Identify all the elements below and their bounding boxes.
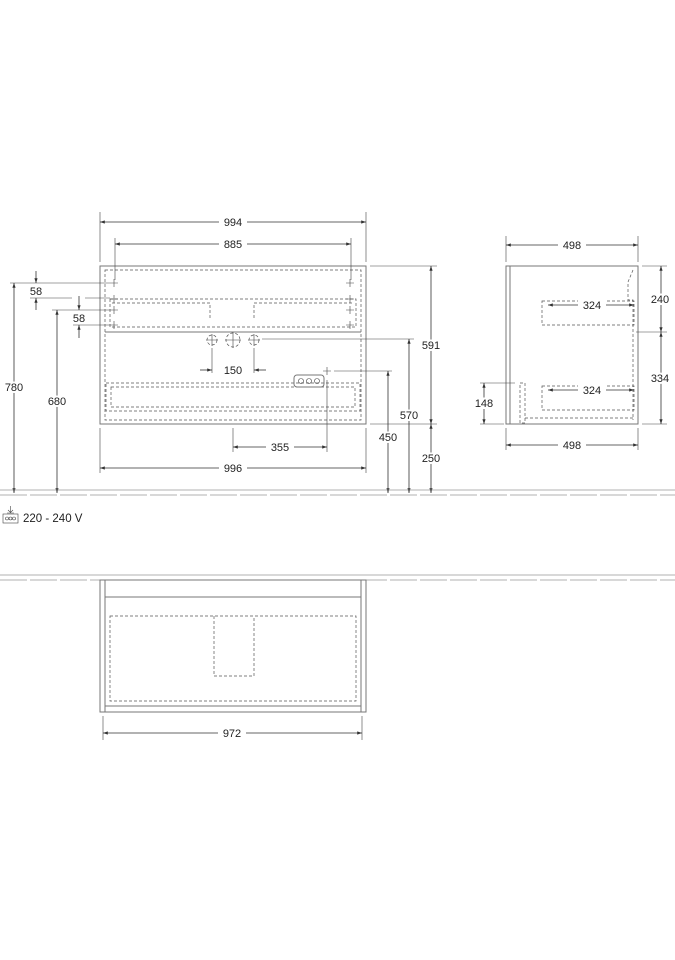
dim-socket-offset: 355 xyxy=(271,442,289,454)
dim-plan-width: 972 xyxy=(223,728,241,740)
dim-mount-offset-1: 58 xyxy=(30,286,42,298)
cabinet-outline xyxy=(99,265,367,425)
socket xyxy=(293,367,331,388)
dim-siphon-height: 148 xyxy=(475,398,493,410)
tap-holes xyxy=(206,332,260,348)
dim-mount-spacing: 885 xyxy=(224,239,242,251)
dim-tap-spacing: 150 xyxy=(224,365,242,377)
dim-width-top: 994 xyxy=(224,217,242,229)
front-view: 994 885 58 58 780 680 591 250 570 450 xyxy=(3,212,442,493)
power-socket-icon xyxy=(2,506,19,524)
dim-lower-drawer-height: 334 xyxy=(651,373,669,385)
mount-points xyxy=(110,279,354,329)
dim-height-mount: 680 xyxy=(48,396,66,408)
dim-cabinet-height: 591 xyxy=(422,340,440,352)
dim-upper-drawer-height: 240 xyxy=(651,294,669,306)
dim-height-total: 780 xyxy=(5,382,23,394)
dim-depth-bottom: 498 xyxy=(563,440,581,452)
dim-lower-drawer-depth: 324 xyxy=(583,385,601,397)
dim-upper-drawer-depth: 324 xyxy=(583,300,601,312)
dim-mount-offset-2: 58 xyxy=(73,313,85,325)
floor-line xyxy=(0,489,675,496)
dim-tap-height: 570 xyxy=(400,410,418,422)
dim-socket-height: 450 xyxy=(379,432,397,444)
dim-width-bottom: 996 xyxy=(224,463,242,475)
plan-view: 972 xyxy=(0,574,675,740)
dim-depth-top: 498 xyxy=(563,240,581,252)
voltage-label: 220 - 240 V xyxy=(23,513,83,525)
dim-floor-clearance: 250 xyxy=(422,453,440,465)
side-view: 498 498 324 324 240 334 148 xyxy=(473,236,671,452)
